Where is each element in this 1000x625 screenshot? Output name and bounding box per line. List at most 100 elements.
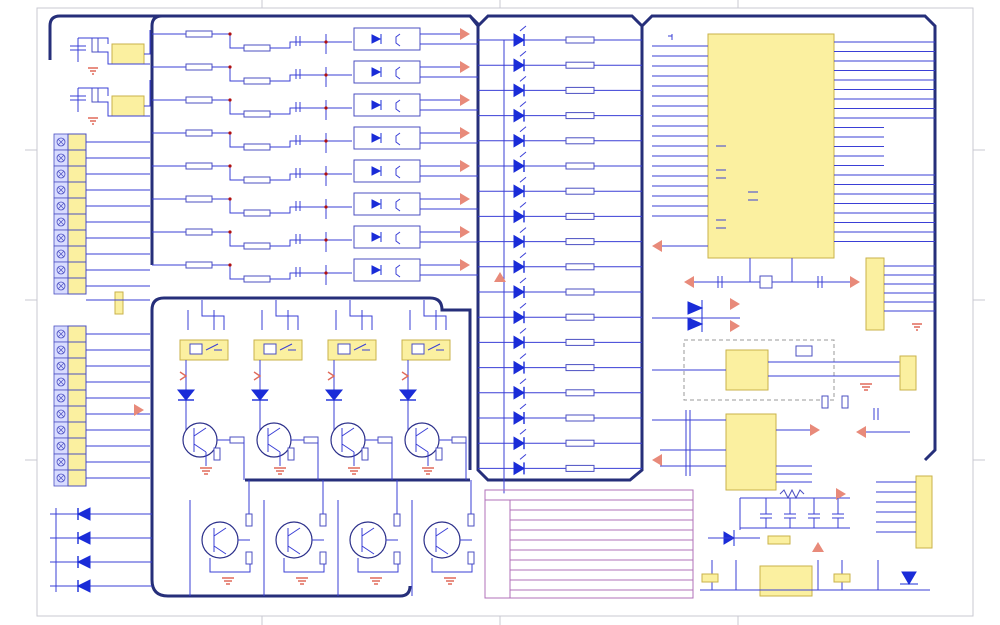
title-block: [484, 489, 694, 599]
junction-dot: [228, 65, 232, 69]
input-resistor: [185, 261, 213, 269]
ground-symbol: [444, 577, 456, 585]
led-resistor: [565, 338, 595, 346]
indicator-led: [513, 234, 525, 249]
optocoupler: [353, 258, 421, 282]
terminal-body: [67, 277, 87, 295]
pulldown-resistor: [361, 447, 369, 461]
signal-arrow: [460, 61, 470, 73]
terminal-body: [67, 421, 87, 439]
base-resistor: [303, 436, 319, 444]
led-resistor: [565, 238, 595, 246]
ground-symbol: [200, 467, 212, 475]
ground-symbol: [422, 467, 434, 475]
flyback-diode: [250, 389, 270, 401]
base-resistor: [377, 436, 393, 444]
transistor-row-lower: [189, 480, 475, 596]
led-resistor: [565, 36, 595, 44]
flyback-diode: [324, 389, 344, 401]
input-resistor: [185, 129, 213, 137]
input-resistor: [185, 63, 213, 71]
output-transistor: [275, 521, 313, 559]
power-arrow: [134, 404, 144, 416]
terminal-body: [67, 229, 87, 247]
junction-dot: [324, 106, 328, 110]
indicator-led: [513, 436, 525, 451]
optocoupler: [353, 159, 421, 183]
indicator-led: [513, 310, 525, 325]
indicator-led: [513, 83, 525, 98]
terminal-body: [67, 341, 87, 359]
led-resistor: [565, 86, 595, 94]
indicator-led: [513, 159, 525, 173]
junction-dot: [324, 40, 328, 44]
signal-arrow: [460, 94, 470, 106]
input-resistor: [185, 96, 213, 104]
input-resistor: [185, 228, 213, 236]
crystal-oscillator: [684, 258, 860, 289]
indicator-led: [513, 360, 525, 375]
terminal-body: [67, 181, 87, 199]
junction-dot: [228, 197, 232, 201]
junction-dot: [228, 98, 232, 102]
optocoupler: [353, 27, 421, 51]
microcontroller-section: [652, 33, 935, 259]
ground-symbol: [296, 577, 308, 585]
signal-arrow: [460, 259, 470, 271]
ground-symbol: [222, 577, 234, 585]
junction-dot: [228, 164, 232, 168]
terminal-body: [67, 389, 87, 407]
signal-arrow: [460, 127, 470, 139]
pulldown-resistor: [213, 447, 221, 461]
input-resistor: [185, 162, 213, 170]
pulldown-resistor: [467, 551, 475, 565]
base-resistor: [319, 513, 327, 527]
led-resistor: [565, 263, 595, 271]
led-resistor: [565, 439, 595, 447]
junction-dot: [324, 205, 328, 209]
status-led-pair: [652, 298, 740, 332]
driver-ic: [652, 408, 910, 491]
ground-symbol: [274, 467, 286, 475]
indicator-led: [513, 285, 525, 299]
indicator-led: [513, 411, 525, 425]
indicator-led: [513, 385, 525, 400]
programming-header: [865, 257, 935, 331]
base-resistor: [467, 513, 475, 527]
bias-resistor: [243, 110, 271, 118]
led-resistor: [565, 112, 595, 120]
indicator-led: [513, 133, 525, 148]
led-resistor: [565, 137, 595, 145]
pulldown-resistor: [245, 551, 253, 565]
flyback-diode: [398, 389, 418, 401]
terminal-body: [67, 133, 87, 151]
bias-resistor: [243, 143, 271, 151]
pulldown-resistor: [287, 447, 295, 461]
relay-driver-stage: [176, 300, 467, 480]
power-arrow: [494, 272, 506, 282]
signal-arrow: [460, 226, 470, 238]
optocoupler: [353, 126, 421, 150]
led-resistor: [565, 288, 595, 296]
bias-resistor: [243, 77, 271, 85]
indicator-led: [513, 461, 525, 476]
fuse: [114, 291, 124, 315]
led-resistor: [565, 389, 595, 397]
junction-dot: [324, 172, 328, 176]
junction-dot: [324, 271, 328, 275]
microcontroller-chip: [707, 33, 835, 259]
ground-symbol: [370, 577, 382, 585]
indicator-led: [513, 58, 525, 73]
bias-resistor: [243, 209, 271, 217]
bias-resistor: [243, 44, 271, 52]
bias-resistor: [243, 275, 271, 283]
led-resistor: [565, 61, 595, 69]
driver-transistor: [182, 422, 218, 458]
terminal-block-2: [53, 325, 150, 487]
indicator-led: [513, 33, 525, 47]
base-resistor: [451, 436, 467, 444]
led-resistor: [565, 187, 595, 195]
signal-arrow: [460, 160, 470, 172]
junction-dot: [228, 230, 232, 234]
indicator-led: [513, 259, 525, 274]
